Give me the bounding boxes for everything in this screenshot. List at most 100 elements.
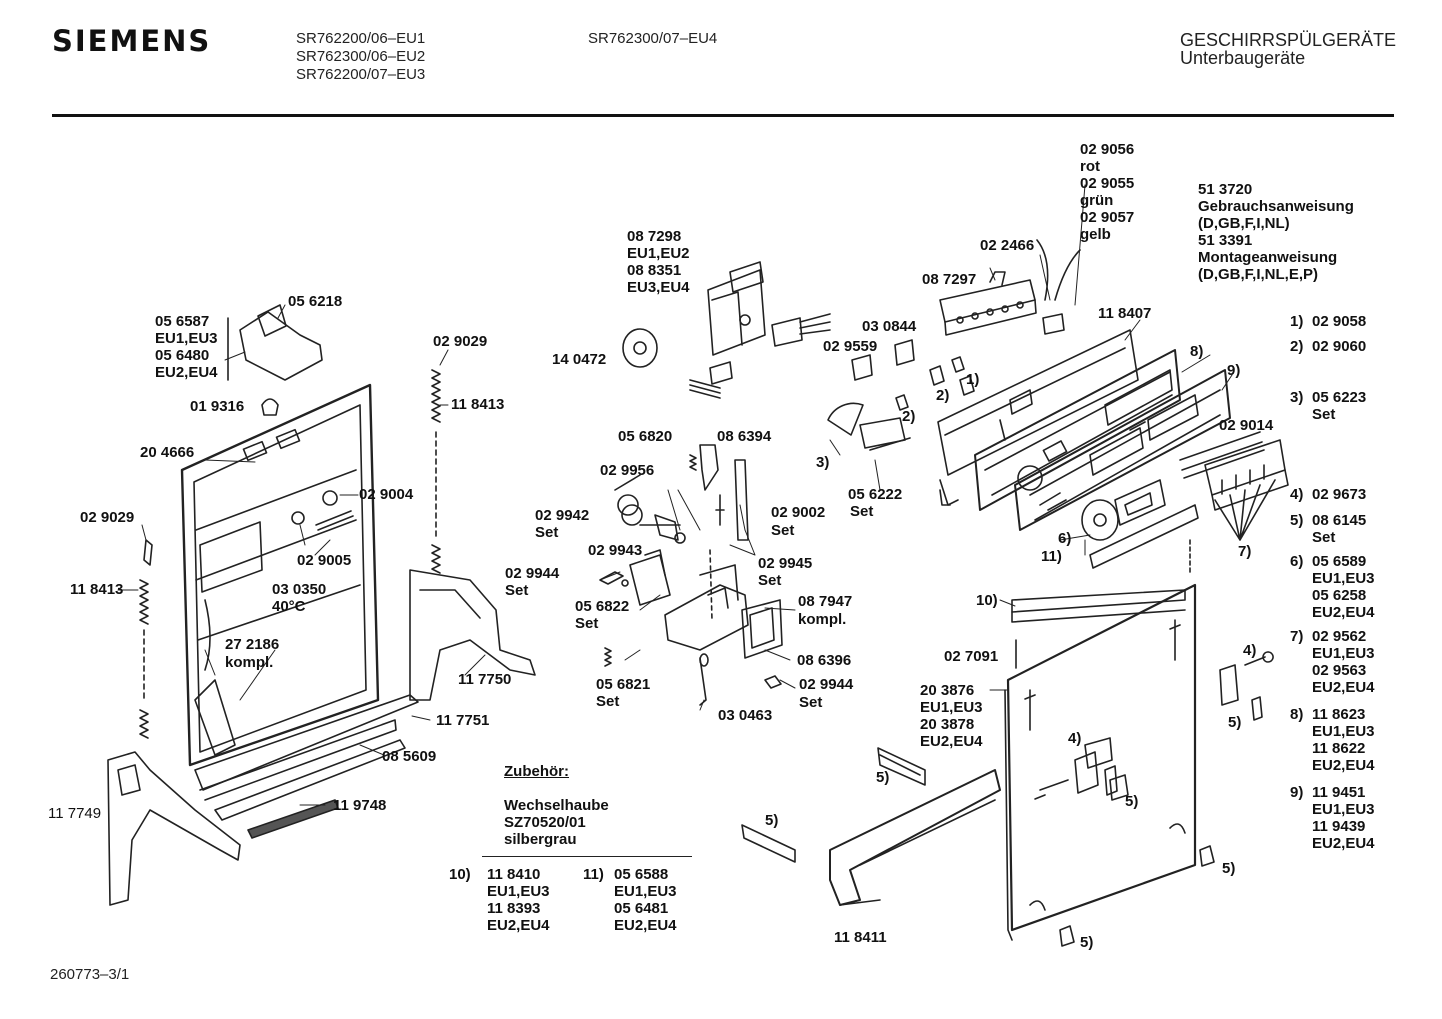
part-label: 02 9002	[771, 504, 826, 521]
part-label: 08 6396	[797, 652, 852, 669]
callout-number: 4)	[1243, 642, 1257, 659]
callout-number: 5)	[1222, 860, 1236, 877]
variant-label: EU3,EU4	[627, 279, 690, 296]
part-label: 02 7091	[944, 648, 999, 665]
legend-line: 05 6589	[1312, 553, 1367, 570]
part-label: 02 9944	[799, 676, 854, 693]
note-label: kompl.	[225, 654, 274, 671]
part-label: 05 6218	[288, 293, 343, 310]
model-line-mid: SR762300/07–EU4	[588, 30, 718, 47]
part-label: 05 6820	[618, 428, 673, 445]
top-bracket-drawing	[227, 304, 323, 416]
timer-unit-drawing	[622, 261, 831, 399]
note-label: Set	[505, 582, 529, 599]
part-label: 11 8393	[487, 900, 541, 917]
part-label: 02 9029	[433, 333, 488, 350]
legend-line: 11 8622	[1312, 740, 1366, 757]
part-label: 05 6821	[596, 676, 651, 693]
color-label: rot	[1080, 158, 1100, 175]
part-label: 08 5609	[382, 748, 437, 765]
part-label: 11 8413	[70, 581, 124, 598]
part-label: 02 9942	[535, 507, 590, 524]
part-label: 08 7947	[798, 593, 853, 610]
note-label: Set	[799, 694, 823, 711]
variant-label: EU1,EU3	[155, 330, 218, 347]
legend-line: EU2,EU4	[1312, 757, 1375, 774]
documentation-block: 51 3720 Gebrauchsanweisung (D,GB,F,I,NL)…	[1198, 181, 1354, 283]
note-label: Set	[535, 524, 559, 541]
accessory-title: Zubehör:	[504, 763, 569, 780]
legend-entry: 02 9673	[1312, 486, 1366, 503]
callout-number: 6)	[1058, 530, 1072, 547]
model-line: SR762300/06–EU2	[296, 48, 426, 65]
doc-line: 51 3720	[1198, 181, 1253, 198]
part-label: 02 9004	[359, 486, 414, 503]
callout-number: 10)	[449, 866, 471, 883]
variant-label: EU2,EU4	[487, 917, 550, 934]
callout-number: 5)	[1125, 793, 1139, 810]
accessory-item-10: 11 8410 EU1,EU3 11 8393 EU2,EU4	[487, 866, 550, 934]
part-label: 03 0350	[272, 581, 327, 598]
part-label: 08 7298	[627, 228, 682, 245]
legend-number: 1)	[1290, 313, 1304, 330]
part-label: 11 8413	[451, 396, 505, 413]
legend-line: EU2,EU4	[1312, 679, 1375, 696]
legend-line: 02 9563	[1312, 662, 1367, 679]
legend-number: 8)	[1290, 706, 1304, 723]
part-label: 02 9005	[297, 552, 352, 569]
part-label: 03 0844	[862, 318, 917, 335]
push-buttons-drawing	[1179, 431, 1289, 541]
part-label: 01 9316	[190, 398, 245, 415]
part-label: 02 9943	[588, 542, 643, 559]
callout-number: 5)	[1080, 934, 1094, 951]
door-strips-drawing	[194, 679, 419, 839]
part-label: 14 0472	[552, 351, 607, 368]
model-line: SR762200/06–EU1	[296, 30, 426, 47]
control-panel-drawing	[937, 329, 1231, 531]
legend-line: 02 9058	[1312, 313, 1367, 330]
legend-line: 02 9673	[1312, 486, 1367, 503]
variant-label: EU1,EU3	[487, 883, 550, 900]
leader-lines	[117, 184, 1233, 806]
door-lock-drawing	[599, 444, 783, 706]
variant-label: EU2,EU4	[614, 917, 677, 934]
color-label: grün	[1080, 192, 1114, 209]
part-label: 08 6394	[717, 428, 772, 445]
legend-number: 9)	[1290, 784, 1304, 801]
category-title: GESCHIRRSPÜLGERÄTE	[1180, 30, 1397, 50]
legend-line: EU1,EU3	[1312, 645, 1375, 662]
part-label: 08 8351	[627, 262, 682, 279]
knob-drawing	[1081, 479, 1166, 541]
part-label: 02 9945	[758, 555, 813, 572]
drawing-number: 260773–3/1	[50, 966, 130, 983]
part-label: 02 9014	[1219, 417, 1274, 434]
accessory-divider	[482, 856, 692, 857]
part-label: 03 0463	[718, 707, 773, 724]
legend-number: 4)	[1290, 486, 1304, 503]
part-label: 02 9029	[80, 509, 135, 526]
accessory-description: Wechselhaube SZ70520/01 silbergrau	[504, 797, 609, 848]
variant-label: EU2,EU4	[920, 733, 983, 750]
callout-number: 1)	[966, 371, 980, 388]
legend-line: Set	[1312, 529, 1336, 546]
legend-line: EU2,EU4	[1312, 604, 1375, 621]
part-label: 05 6222	[848, 486, 903, 503]
accessory-line: silbergrau	[504, 831, 577, 848]
brand-logo: SIEMENS	[52, 24, 212, 58]
part-label: 05 6588	[614, 866, 669, 883]
part-label: 02 9056	[1080, 141, 1135, 158]
part-label: 08 7297	[922, 271, 977, 288]
part-label: 27 2186	[225, 636, 280, 653]
switch-parts-drawing	[827, 239, 1081, 451]
doc-line: (D,GB,F,I,NL)	[1198, 215, 1290, 232]
accessory-item-11: 05 6588 EU1,EU3 05 6481 EU2,EU4	[614, 866, 677, 934]
model-line: SR762200/07–EU3	[296, 66, 426, 83]
hinge-left-drawing	[107, 751, 241, 906]
callout-number: 2)	[902, 408, 916, 425]
part-label: 02 9055	[1080, 175, 1135, 192]
